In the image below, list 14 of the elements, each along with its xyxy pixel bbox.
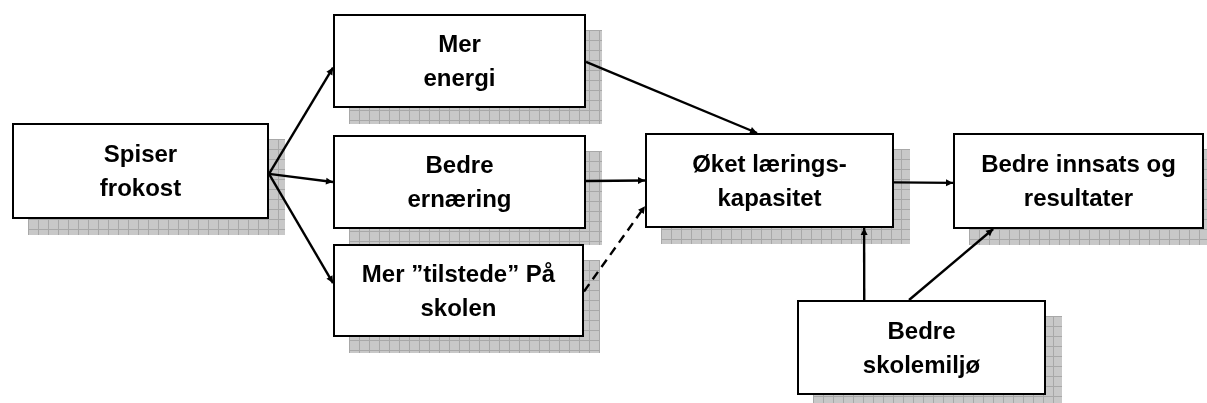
process-box — [953, 133, 1204, 229]
box-label: Bedre ernæring — [406, 150, 513, 214]
box-label: Øket lærings- kapasitet — [691, 148, 848, 213]
box-label: Mer energi — [422, 29, 497, 93]
box-label: Mer ”tilstede” På skolen — [360, 258, 557, 323]
process-box — [797, 300, 1046, 395]
process-box — [645, 133, 894, 228]
box-label: Spiser frokost — [98, 139, 183, 203]
process-box — [333, 14, 586, 108]
process-box — [333, 244, 584, 337]
box-label: Bedre skolemiljø — [861, 315, 982, 380]
process-box — [333, 135, 586, 229]
box-label: Bedre innsats og resultater — [980, 149, 1177, 213]
process-box — [12, 123, 269, 219]
